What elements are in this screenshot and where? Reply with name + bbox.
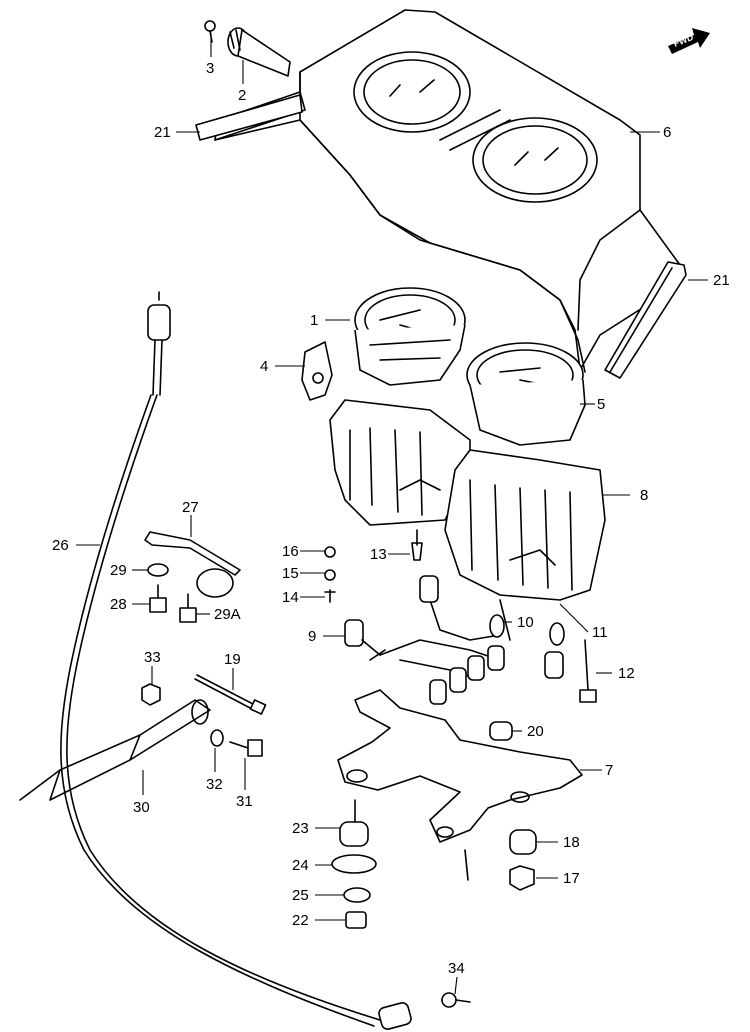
callout-7: 7 xyxy=(605,762,613,779)
callout-1: 1 xyxy=(310,312,318,329)
callout-31: 31 xyxy=(236,793,253,810)
callout-26: 26 xyxy=(52,537,69,554)
clip-drawing xyxy=(301,341,333,401)
callout-21-right: 21 xyxy=(713,272,730,289)
meter-cover-drawing xyxy=(195,9,687,379)
wiring-harness-drawing xyxy=(344,575,565,705)
callout-29: 29 xyxy=(110,562,127,579)
callout-23: 23 xyxy=(292,820,309,837)
callout-30: 30 xyxy=(133,799,150,816)
callout-9: 9 xyxy=(308,628,316,645)
meter-case-drawing xyxy=(329,399,606,601)
callout-16: 16 xyxy=(282,543,299,560)
callout-21-left: 21 xyxy=(154,124,171,141)
callout-10: 10 xyxy=(517,614,534,631)
callout-12: 12 xyxy=(618,665,635,682)
callout-18: 18 xyxy=(563,834,580,851)
forward-arrow-icon: FWD xyxy=(668,28,710,54)
callout-17: 17 xyxy=(563,870,580,887)
speedometer-cable-drawing xyxy=(60,291,412,1030)
callout-34: 34 xyxy=(448,960,465,977)
callout-33: 33 xyxy=(144,649,161,666)
cable-tie-drawing xyxy=(194,674,267,715)
callout-15: 15 xyxy=(282,565,299,582)
callout-5: 5 xyxy=(597,396,605,413)
callout-13: 13 xyxy=(370,546,387,563)
callout-25: 25 xyxy=(292,887,309,904)
callout-32: 32 xyxy=(206,776,223,793)
cable-holder-drawing xyxy=(19,699,211,801)
callout-27: 27 xyxy=(182,499,199,516)
callout-22: 22 xyxy=(292,912,309,929)
callout-14: 14 xyxy=(282,589,299,606)
speedometer-drawing xyxy=(466,342,586,446)
meter-bracket-drawing xyxy=(337,689,583,843)
callout-19: 19 xyxy=(224,651,241,668)
fasteners-drawing xyxy=(141,529,597,1008)
callout-28: 28 xyxy=(110,596,127,613)
leader-lines xyxy=(76,33,708,995)
callout-29a: 29A xyxy=(214,606,241,623)
callout-20: 20 xyxy=(527,723,544,740)
callout-2: 2 xyxy=(238,87,246,104)
callout-11: 11 xyxy=(592,624,608,641)
meter-knob-drawing xyxy=(204,20,291,77)
callout-3: 3 xyxy=(206,60,214,77)
tachometer-drawing xyxy=(354,287,466,386)
callout-labels: 1 2 3 4 5 6 7 8 9 10 11 12 13 14 15 16 1… xyxy=(52,60,730,977)
callout-24: 24 xyxy=(292,857,309,874)
wire-clamp-drawing xyxy=(144,531,241,598)
callout-6: 6 xyxy=(663,124,671,141)
callout-4: 4 xyxy=(260,358,268,375)
callout-8: 8 xyxy=(640,487,648,504)
